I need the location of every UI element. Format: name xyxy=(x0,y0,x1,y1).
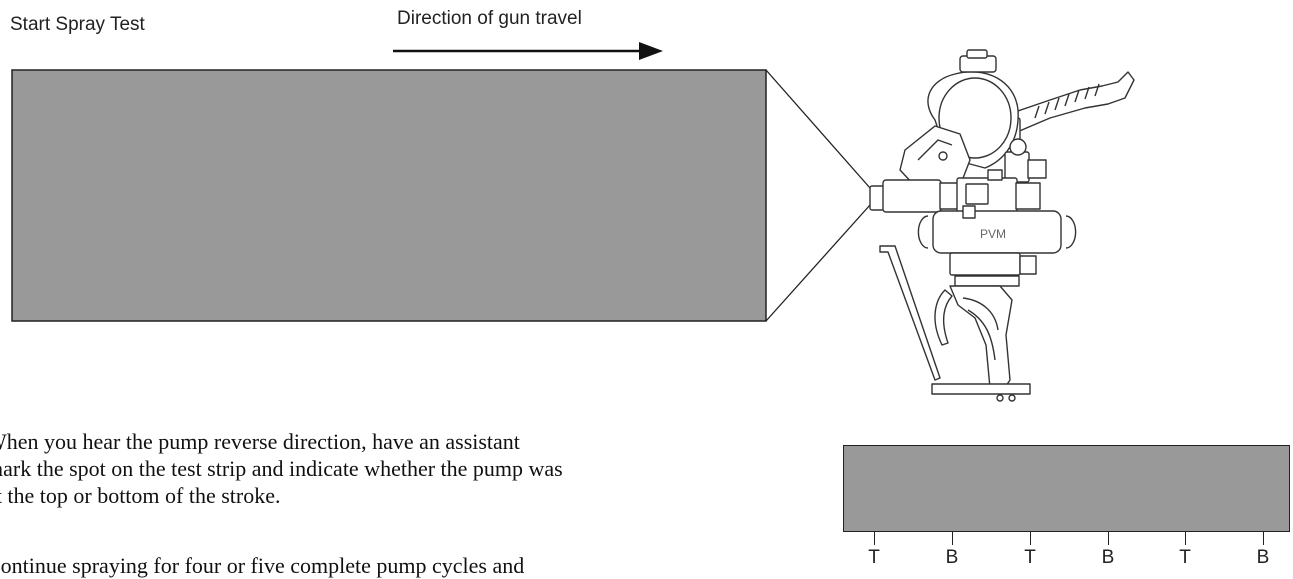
stroke-mark-bottom: B xyxy=(945,547,959,568)
tick-mark xyxy=(1108,531,1109,545)
instruction-paragraph-2: Continue spraying for four or five compl… xyxy=(0,552,816,579)
instruction-line: Continue spraying for four or five compl… xyxy=(0,553,525,578)
tick-mark xyxy=(1030,531,1031,545)
tick-mark xyxy=(1185,531,1186,545)
start-spray-test-label: Start Spray Test xyxy=(10,14,145,35)
direction-arrow-icon xyxy=(393,42,663,60)
tick-mark xyxy=(952,531,953,545)
spray-diagram: PVM xyxy=(11,49,1135,402)
spray-gun-icon xyxy=(869,49,1135,402)
test-strip xyxy=(843,445,1290,532)
stroke-mark-bottom: B xyxy=(1256,547,1270,568)
spray-cone-bottom xyxy=(765,204,871,322)
gun-brand-text: PVM xyxy=(980,227,1006,241)
stroke-mark-top: T xyxy=(868,547,880,568)
tick-mark xyxy=(1263,531,1264,545)
instruction-line: When you hear the pump reverse direction… xyxy=(0,429,520,454)
spray-cone-top xyxy=(765,69,871,189)
spray-test-panel xyxy=(11,69,767,322)
instruction-line: mark the spot on the test strip and indi… xyxy=(0,456,563,481)
stroke-mark-top: T xyxy=(1024,547,1036,568)
instruction-line: at the top or bottom of the stroke. xyxy=(0,483,281,508)
stroke-mark-top: T xyxy=(1179,547,1191,568)
test-strip-figure: T B T B T B xyxy=(843,445,1290,573)
stroke-mark-bottom: B xyxy=(1101,547,1115,568)
instruction-paragraph-1: When you hear the pump reverse direction… xyxy=(0,428,816,509)
tick-mark xyxy=(874,531,875,545)
direction-of-travel-label: Direction of gun travel xyxy=(397,8,582,29)
